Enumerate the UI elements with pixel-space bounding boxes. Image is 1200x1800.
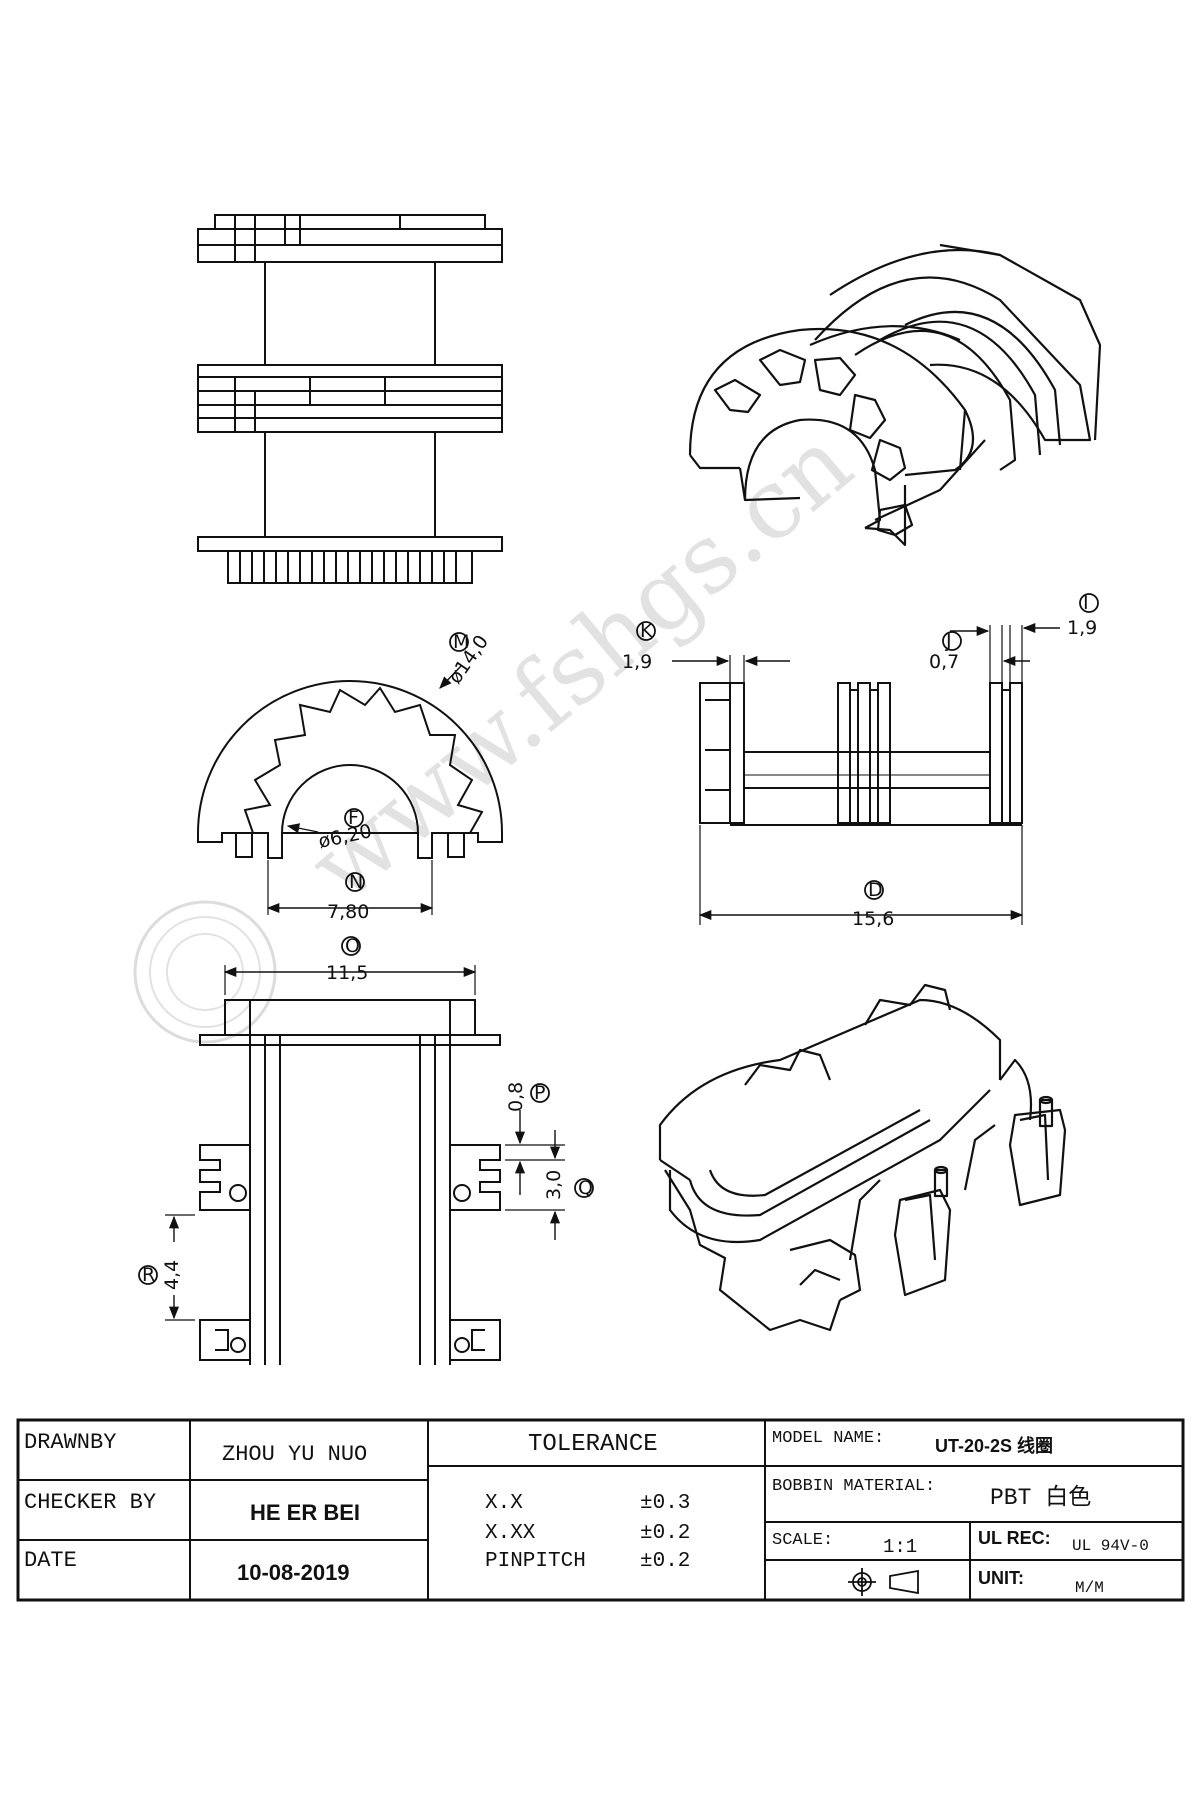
callout-o-circle <box>341 936 361 956</box>
callout-n-value: 7,80 <box>327 901 369 923</box>
callout-p-value: 0,8 <box>505 1082 527 1112</box>
callout-d-tag: D <box>868 879 883 901</box>
drawn-by-label: DRAWNBY <box>24 1430 116 1455</box>
unit-value: M/M <box>1075 1579 1104 1597</box>
bottom-view <box>165 965 565 1365</box>
tolerance-key-1: X.X <box>485 1492 523 1515</box>
callout-d-value: 15,6 <box>852 908 894 930</box>
callout-r-value: 4,4 <box>161 1260 183 1290</box>
isometric-view-top <box>688 243 1102 547</box>
callout-i-tag: I <box>1083 592 1089 614</box>
scale-label: SCALE: <box>772 1531 833 1550</box>
gear-teeth-outline <box>243 686 484 834</box>
drawn-by-value: ZHOU YU NUO <box>222 1442 367 1467</box>
tolerance-value-3: ±0.2 <box>640 1550 690 1573</box>
callout-i-value: 1,9 <box>1067 617 1097 639</box>
tolerance-value-1: ±0.3 <box>640 1492 690 1515</box>
unit-label: UNIT: <box>978 1568 1024 1588</box>
model-label: MODEL NAME: <box>772 1429 884 1448</box>
callout-n-circle <box>345 872 365 892</box>
callout-i-circle <box>1079 593 1099 613</box>
callout-m-circle <box>449 632 469 652</box>
tolerance-key-3: PINPITCH <box>485 1550 586 1573</box>
callout-k-tag: K <box>640 620 653 642</box>
callout-j-tag: J <box>945 630 952 652</box>
tolerance-key-2: X.XX <box>485 1522 536 1545</box>
callout-p-circle <box>530 1083 550 1103</box>
callout-k-circle <box>636 621 656 641</box>
callout-q-tag: Q <box>578 1177 593 1199</box>
watermark: www.fshgs.cn <box>133 407 873 1044</box>
side-section-view <box>672 622 1060 925</box>
callout-o-tag: O <box>345 935 360 957</box>
callout-k-value: 1,9 <box>622 651 652 673</box>
callout-m-tag: M <box>453 631 469 653</box>
callout-r-circle <box>138 1265 158 1285</box>
ul-label: UL REC: <box>978 1528 1051 1548</box>
material-label: BOBBIN MATERIAL: <box>772 1477 935 1496</box>
title-block: DRAWNBY ZHOU YU NUO CHECKER BY HE ER BEI… <box>16 1418 1185 1602</box>
material-value: PBT 白色 <box>990 1484 1091 1511</box>
tolerance-label: TOLERANCE <box>528 1431 658 1458</box>
callout-q-value: 3,0 <box>543 1170 565 1200</box>
callout-p-tag: P <box>534 1082 545 1104</box>
callout-j-circle <box>942 631 962 651</box>
checker-label: CHECKER BY <box>24 1490 156 1515</box>
checker-value: HE ER BEI <box>250 1500 360 1525</box>
front-view <box>197 664 503 915</box>
side-elevation-view <box>197 214 503 584</box>
date-value: 10-08-2019 <box>237 1560 350 1585</box>
projection-symbol-icon <box>848 1568 919 1596</box>
callout-r-tag: R <box>142 1264 155 1286</box>
callout-q-circle <box>574 1178 594 1198</box>
callout-f-tag: F <box>348 807 359 829</box>
scale-value: 1:1 <box>883 1536 917 1558</box>
callout-f-circle <box>344 808 364 828</box>
callout-d-circle <box>864 880 884 900</box>
date-label: DATE <box>24 1548 77 1573</box>
callout-o-value: 11,5 <box>326 962 368 984</box>
callout-j-value: 0,7 <box>929 651 959 673</box>
ul-value: UL 94V-0 <box>1072 1537 1149 1555</box>
tolerance-value-2: ±0.2 <box>640 1522 690 1545</box>
callout-n-tag: N <box>349 871 363 893</box>
isometric-view-bottom <box>658 983 1067 1332</box>
model-value: UT-20-2S 线圈 <box>935 1435 1053 1456</box>
watermark-text: www.fshgs.cn <box>288 407 873 923</box>
